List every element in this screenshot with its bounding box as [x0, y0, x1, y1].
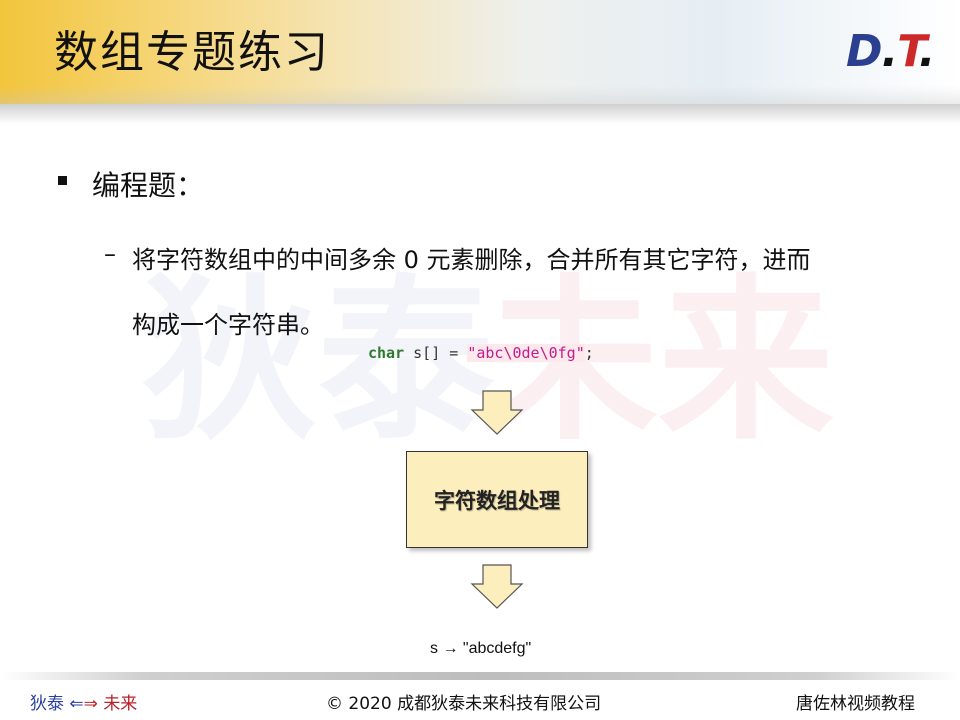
sub-bullet-dash: – [104, 240, 116, 268]
footer-brand-right: 未来 [103, 694, 138, 714]
page-title: 数组专题练习 [54, 27, 330, 78]
bullet-heading: 编程题： [92, 169, 205, 202]
code-declaration: s[] = [404, 344, 468, 362]
footer-brand-left: 狄泰 [30, 694, 64, 714]
result-text: s → "abcdefg" [430, 640, 532, 657]
process-box: 字符数组处理 [406, 451, 588, 548]
code-keyword: char [368, 344, 405, 362]
logo-t: T [897, 26, 920, 77]
description-line-2: 构成一个字符串。 [132, 311, 324, 339]
bullet-square [58, 176, 67, 185]
logo-d: D [846, 26, 883, 77]
process-box-label: 字符数组处理 [434, 488, 560, 513]
double-arrow-icon: ⇐⇒ [69, 694, 98, 714]
code-semicolon: ; [584, 344, 594, 362]
footer-copyright: © 2020 成都狄泰未来科技有限公司 [326, 694, 602, 714]
code-snippet: char s[] = "abc\0de\0fg"; [368, 344, 594, 362]
logo-dot-2: . [918, 26, 936, 77]
footer-course: 唐佐林视频教程 [796, 694, 915, 714]
code-string-literal: "abc\0de\0fg" [467, 344, 585, 362]
down-arrow-icon [470, 564, 524, 609]
footer-brand: 狄泰 ⇐⇒ 未来 [30, 689, 137, 714]
header-band: 数组专题练习 D.T. [0, 0, 960, 104]
watermark-left: 狄泰 [142, 259, 495, 464]
logo-dot-1: . [881, 26, 899, 77]
down-arrow-icon [470, 390, 524, 435]
dt-logo: D.T. [846, 26, 935, 78]
description-line-1: 将字符数组中的中间多余 0 元素删除，合并所有其它字符，进而 [132, 246, 811, 274]
header-shadow [0, 104, 960, 124]
footer-divider [0, 672, 960, 680]
